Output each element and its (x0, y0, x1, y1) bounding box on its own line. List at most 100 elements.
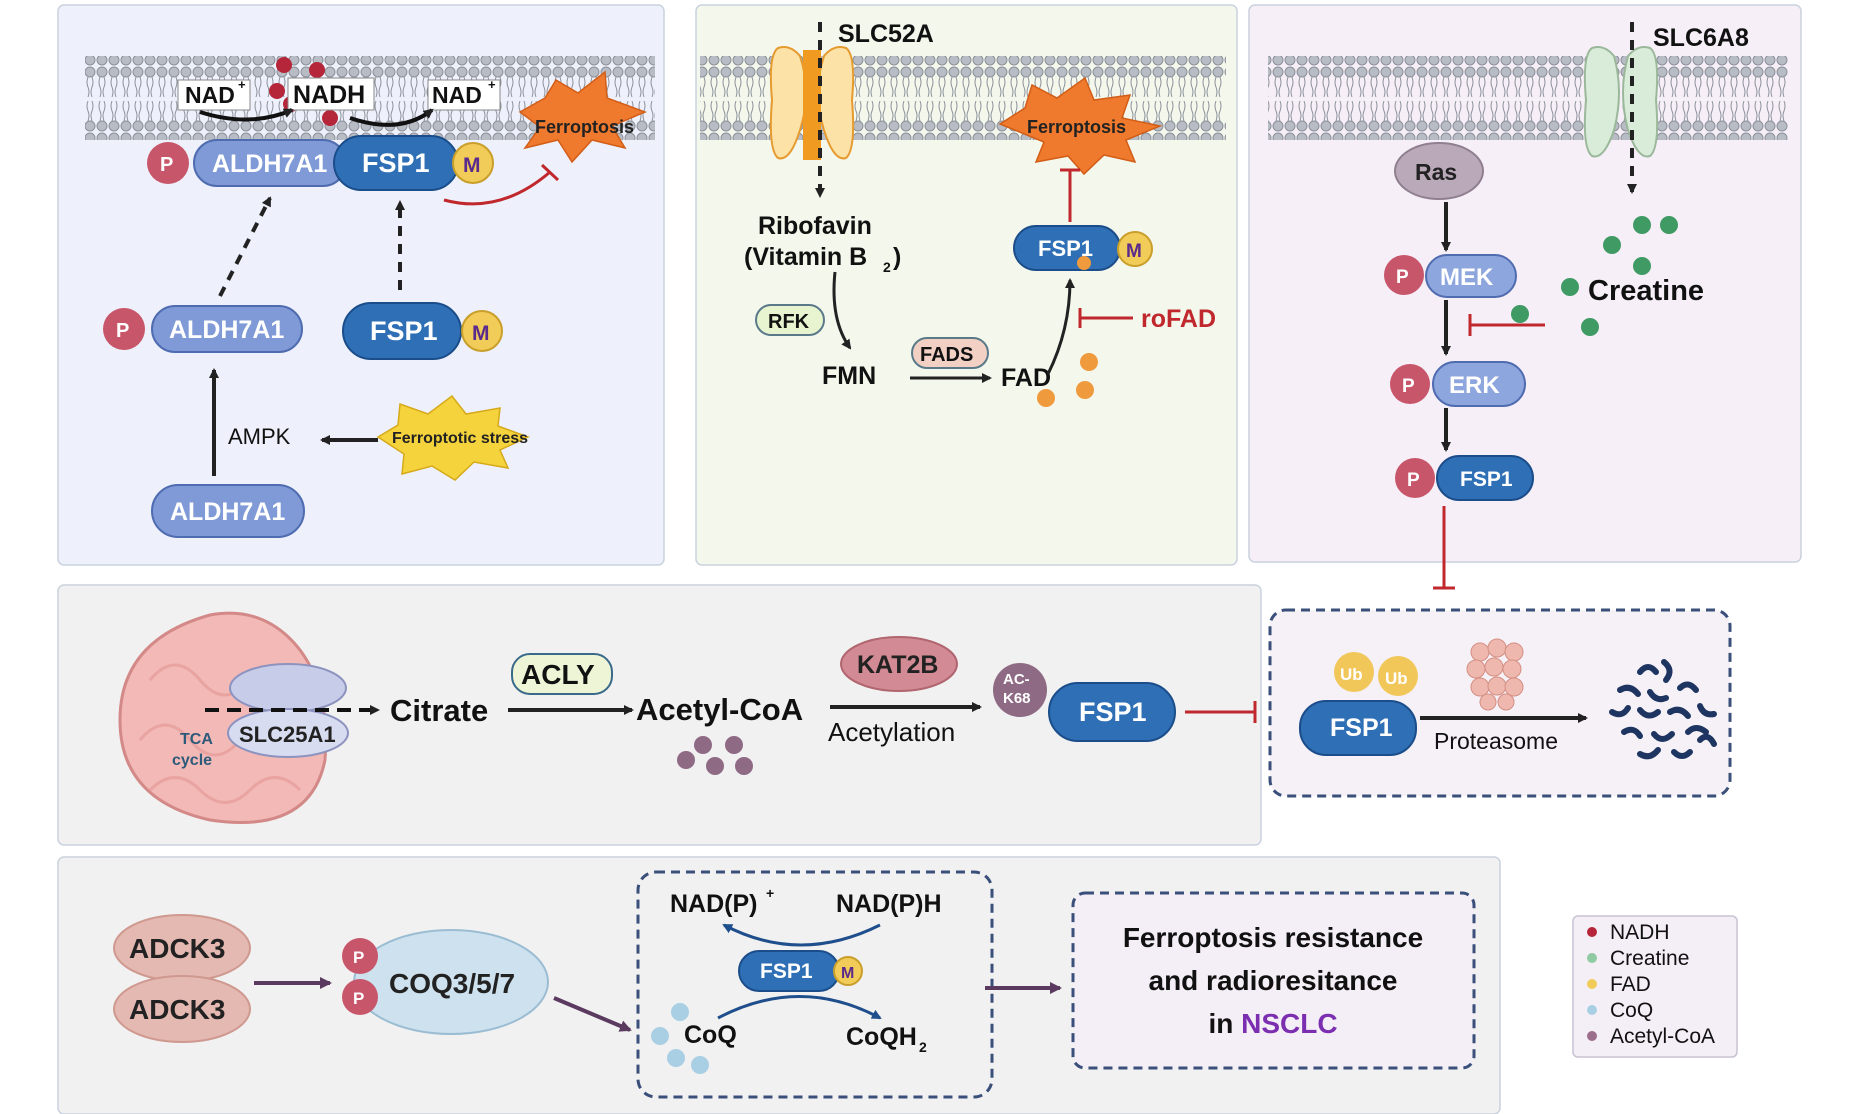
ferroptotic-stress-burst: Ferroptotic stress (376, 394, 530, 481)
svg-text:2: 2 (883, 259, 891, 275)
svg-text:M: M (463, 154, 481, 177)
svg-text:cycle: cycle (172, 752, 212, 769)
svg-text:ACLY: ACLY (521, 659, 595, 690)
fsp1-fad: FSP1 M (1013, 225, 1153, 271)
ribo-to-fmn-arrow (832, 271, 852, 350)
svg-text:AC-: AC- (1003, 671, 1030, 688)
acetyl-coa-dots (677, 736, 753, 775)
proteasome-complex (1466, 638, 1524, 711)
fsp1-acetylated: FSP1 AC- K68 (993, 663, 1176, 742)
fad-dots (1037, 353, 1098, 407)
svg-text:NAD(P): NAD(P) (670, 890, 758, 918)
legend-item: CoQ (1587, 999, 1653, 1022)
aldh7a1-phospho-mid: P ALDH7A1 (103, 305, 303, 353)
ubiquitin-2: Ub (1378, 656, 1418, 696)
svg-text:Ferroptosis: Ferroptosis (535, 117, 634, 137)
svg-text:P: P (353, 948, 364, 967)
legend-item: NADH (1587, 921, 1670, 944)
fsp1-ubiquitinated: FSP1 (1299, 700, 1417, 756)
result-line-2: and radioresitance (1149, 965, 1398, 996)
kat2b-enzyme: KAT2B (840, 636, 958, 692)
svg-text:ALDH7A1: ALDH7A1 (212, 150, 327, 178)
svg-text:COQ3/5/7: COQ3/5/7 (389, 968, 515, 999)
fsp1-inhibit-ferroptosis (443, 170, 551, 206)
acetylation-label: Acetylation (828, 717, 955, 747)
svg-text:P: P (353, 989, 364, 1008)
nadph-label: NAD(P)H (836, 890, 942, 918)
slc6a8-label: SLC6A8 (1653, 24, 1749, 52)
legend-swatch (1587, 953, 1597, 963)
result-line-3: in NSCLC (1208, 1008, 1337, 1039)
legend-label: NADH (1610, 921, 1670, 944)
rfk-enzyme: RFK (755, 304, 825, 336)
legend-label: Acetyl-CoA (1610, 1025, 1715, 1048)
svg-text:CoQH: CoQH (846, 1023, 917, 1051)
svg-text:NADH: NADH (293, 81, 365, 109)
fsp1-mid: FSP1 M (342, 302, 503, 360)
svg-text:KAT2B: KAT2B (857, 651, 938, 679)
ferroptosis-burst-1: Ferroptosis (518, 70, 648, 164)
svg-text:Ferroptotic stress: Ferroptotic stress (392, 430, 528, 447)
adck3-top: ADCK3 (113, 914, 251, 982)
aldh7a1-fsp1-complex: P ALDH7A1 FSP1 M (147, 135, 494, 191)
fsp1-coq: FSP1 M (738, 950, 863, 992)
legend-swatch (1587, 927, 1597, 937)
coq-label: CoQ (684, 1021, 737, 1049)
legend-swatch (1587, 979, 1597, 989)
legend-item: Acetyl-CoA (1587, 1025, 1715, 1048)
svg-text:+: + (766, 885, 774, 901)
tca-cycle-label: TCA cycle (172, 731, 213, 769)
svg-text:SLC25A1: SLC25A1 (239, 722, 336, 747)
adck3-bottom: ADCK3 (113, 975, 251, 1043)
legend-item: Creatine (1587, 947, 1689, 970)
nadh-to-nad-arrow (349, 108, 434, 127)
legend-label: FAD (1610, 973, 1651, 996)
fads-enzyme: FADS (911, 337, 989, 369)
svg-text:Ub: Ub (1340, 665, 1363, 684)
nad-left-label: NAD + (177, 77, 251, 111)
legend-label: Creatine (1610, 947, 1689, 970)
svg-text:ADCK3: ADCK3 (129, 994, 225, 1025)
slc52a-transporter (769, 46, 855, 160)
membrane-3 (1268, 56, 1788, 140)
coq357-complex: COQ3/5/7 P P (342, 929, 549, 1035)
svg-text:P: P (116, 320, 129, 342)
proteasome-label: Proteasome (1434, 728, 1558, 754)
svg-text:M: M (472, 322, 490, 345)
legend-swatch (1587, 1005, 1597, 1015)
legend-swatch (1587, 1031, 1597, 1041)
coq-dots (651, 1003, 709, 1074)
nadp-plus-label: NAD(P) + (670, 885, 774, 918)
svg-text:(Vitamin B: (Vitamin B (744, 243, 867, 271)
slc25a1-transporter: SLC25A1 (227, 663, 349, 758)
aldh7a1-bottom: ALDH7A1 (151, 484, 305, 538)
ampk-label: AMPK (228, 424, 291, 449)
nad-to-nadh-arrow (199, 108, 294, 122)
erk-phospho: P ERK (1390, 361, 1526, 407)
ferroptosis-burst-2: Ferroptosis (998, 76, 1163, 176)
phospho-p-1 (147, 142, 189, 184)
coq-to-fsp1-arrow (553, 996, 632, 1032)
legend-label: CoQ (1610, 999, 1653, 1022)
acly-enzyme: ACLY (511, 653, 613, 695)
creatine-dots (1511, 216, 1678, 336)
svg-text:FSP1: FSP1 (1460, 468, 1513, 491)
svg-text:FSP1: FSP1 (1330, 714, 1393, 742)
result-box (1071, 891, 1476, 1070)
panel-acetylation (57, 584, 1262, 846)
svg-text:FSP1: FSP1 (1079, 697, 1147, 727)
fsp1-phospho: P FSP1 (1395, 455, 1534, 501)
svg-text:): ) (893, 243, 901, 271)
result-line-1: Ferroptosis resistance (1123, 922, 1423, 953)
nad-right-label: NAD + (427, 77, 501, 111)
svg-text:Ub: Ub (1385, 669, 1408, 688)
slc6a8-transporter (1583, 46, 1659, 158)
svg-text:RFK: RFK (768, 311, 810, 333)
nadph-to-nadp-arrow (722, 923, 881, 947)
svg-text:+: + (488, 77, 496, 92)
fmn-label: FMN (822, 362, 876, 390)
svg-text:ALDH7A1: ALDH7A1 (169, 316, 284, 344)
svg-text:P: P (160, 154, 173, 176)
aldh-dashed-arrow (218, 196, 272, 297)
